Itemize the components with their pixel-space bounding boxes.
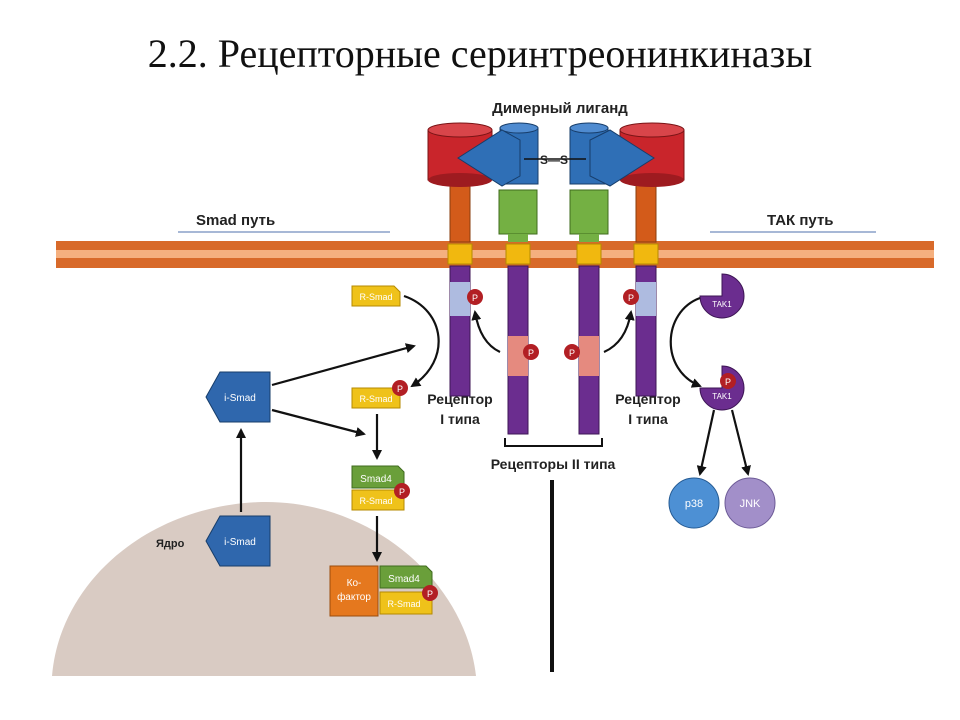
p-badge-r-smad-a: P <box>399 487 405 497</box>
receptor-I-left-label-2: I типа <box>440 411 480 427</box>
arrow-receptorII-to-I-right <box>603 310 635 354</box>
jnk-label: JNK <box>740 498 761 510</box>
r-smad-mid-label: R-Smad <box>359 394 392 404</box>
disulfide-label: S—S <box>540 153 568 167</box>
tak1-node-bottom: TAK1 <box>699 365 745 411</box>
receptors-II-label: Рецепторы II типа <box>491 456 616 472</box>
membrane-inner-band <box>56 250 934 258</box>
p-badge-receptorII-left: P <box>528 348 534 358</box>
tak1-node-top: TAK1 <box>699 273 745 319</box>
i-smad-nucleus-label: i-Smad <box>224 537 256 548</box>
receptor-I-right-label-2: I типа <box>628 411 668 427</box>
r-smad-top-label: R-Smad <box>359 292 392 302</box>
p-badge-r-smad-mid: P <box>397 384 403 394</box>
cofactor-label-2: фактор <box>337 591 371 603</box>
i-smad-node-nucleus: i-Smad <box>205 515 271 567</box>
arrow-tak1-activation <box>669 296 702 388</box>
r-smad-node-mid: R-Smad <box>351 387 401 409</box>
receptor-type-II-left <box>498 189 538 435</box>
receptor-type-I-left <box>447 179 473 397</box>
tak1-top-label: TAK1 <box>712 300 732 309</box>
cofactor-label-1: Ко- <box>347 578 362 589</box>
jnk-node: JNK <box>724 477 776 529</box>
smad4-b-label: Smad4 <box>388 574 420 585</box>
arrow-tak1-to-p38 <box>696 409 716 476</box>
cofactor-complex: Ко- фактор Smad4 R-Smad <box>329 565 433 617</box>
p38-node: p38 <box>668 477 720 529</box>
tak-path-label: ТАК путь <box>767 212 834 229</box>
arrow-tak1-to-jnk <box>730 409 751 476</box>
r-smad-a-label: R-Smad <box>359 496 392 506</box>
i-smad-node-top: i-Smad <box>205 371 271 423</box>
p38-label: p38 <box>685 498 703 510</box>
page-title: 2.2. Рецепторные серинтреонинкиназы <box>147 31 813 76</box>
receptor-type-II-right <box>569 189 609 435</box>
r-smad-node-top: R-Smad <box>351 285 401 307</box>
p-badge-r-smad-b: P <box>427 589 433 599</box>
arrow-rsmad-to-receptor <box>403 294 440 388</box>
ligand-label: Димерный лиганд <box>492 100 628 117</box>
receptors-II-bracket <box>504 438 603 447</box>
p-badge-receptorII-right: P <box>569 348 575 358</box>
p-badge-tak1: P <box>725 377 731 387</box>
dimeric-ligand <box>427 122 685 187</box>
arrow-receptorII-to-I-left <box>471 310 501 353</box>
arrows <box>236 294 751 562</box>
smad4-rsmad-complex: Smad4 R-Smad <box>351 465 405 511</box>
nucleus-label: Ядро <box>156 538 185 550</box>
i-smad-top-label: i-Smad <box>224 393 256 404</box>
receptor-I-right-label-1: Рецептор <box>615 391 680 407</box>
receptor-type-I-right <box>633 179 659 397</box>
smad-path-label: Smad путь <box>196 212 275 229</box>
receptor-I-left-label-1: Рецептор <box>427 391 492 407</box>
phosphate-badges: P P P P P P P P <box>392 289 736 601</box>
arrow-ismad-to-rsmad <box>271 343 416 387</box>
p-badge-receptor-left: P <box>472 293 478 303</box>
r-smad-b-label: R-Smad <box>387 599 420 609</box>
smad4-a-label: Smad4 <box>360 474 392 485</box>
arrow-ismad-to-smad4 <box>271 408 366 437</box>
p-badge-receptor-right: P <box>628 293 634 303</box>
tak1-bottom-label: TAK1 <box>712 392 732 401</box>
nucleus <box>52 501 476 676</box>
